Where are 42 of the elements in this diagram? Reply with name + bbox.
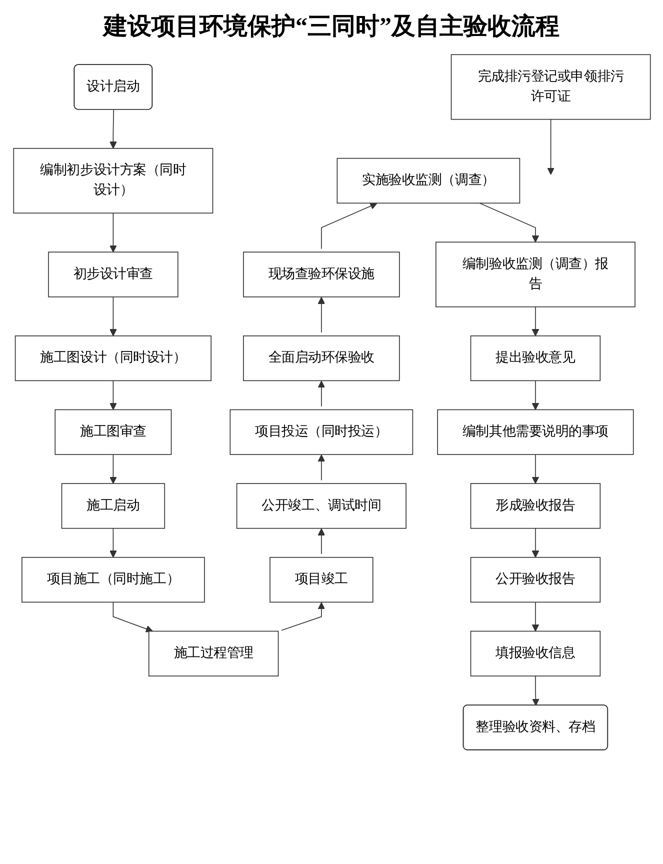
arrow [531,306,539,336]
node-box: 形成验收报告 [470,483,600,529]
arrow [109,380,116,410]
node-box: 施工过程管理 [148,630,278,676]
node-box: 施工启动 [60,483,165,529]
arrow [317,454,325,481]
node-box: 编制其他需要说明的事项 [436,409,634,455]
arrow [280,602,325,631]
node-box: 公开竣工、调试时间 [236,483,406,529]
arrow [317,296,325,333]
node-box: 提出验收意见 [470,335,600,382]
node-box: 全面启动环保验收 [242,335,400,382]
node-box: 项目投运（同时投运） [229,409,413,455]
arrow [109,296,116,336]
arrow [531,528,539,558]
node-box: 完成排污登记或申领排污许可证 [450,54,650,120]
arrow [317,380,325,407]
node-box: 项目施工（同时施工） [21,556,204,603]
node-box: 编制初步设计方案（同时设计） [12,148,213,214]
node-box: 实施验收监测（调查） [336,158,520,204]
arrow [546,118,554,175]
arrow [531,454,539,484]
node-box: 填报验收信息 [470,630,600,676]
arrow [109,212,116,252]
arrow [320,202,377,250]
node-box: 施工图设计（同时设计） [14,335,211,382]
node-box: 施工图审查 [54,409,172,455]
arrow [109,528,116,558]
arrow [531,380,539,410]
arrow [317,528,325,554]
arrow [109,109,116,149]
node-box: 编制验收监测（调查）报告 [435,242,635,308]
arrow [112,602,152,632]
node-box: 项目竣工 [269,556,373,603]
arrow [478,202,539,242]
arrow [531,602,539,632]
node-box: 初步设计审查 [48,252,178,298]
arrow [532,676,539,706]
node-box: 公开验收报告 [470,556,600,603]
arrow [109,454,116,484]
node-box: 现场查验环保设施 [242,252,400,298]
diagram-title: 建设项目环境保护“三同时”及自主验收流程 [101,12,560,42]
